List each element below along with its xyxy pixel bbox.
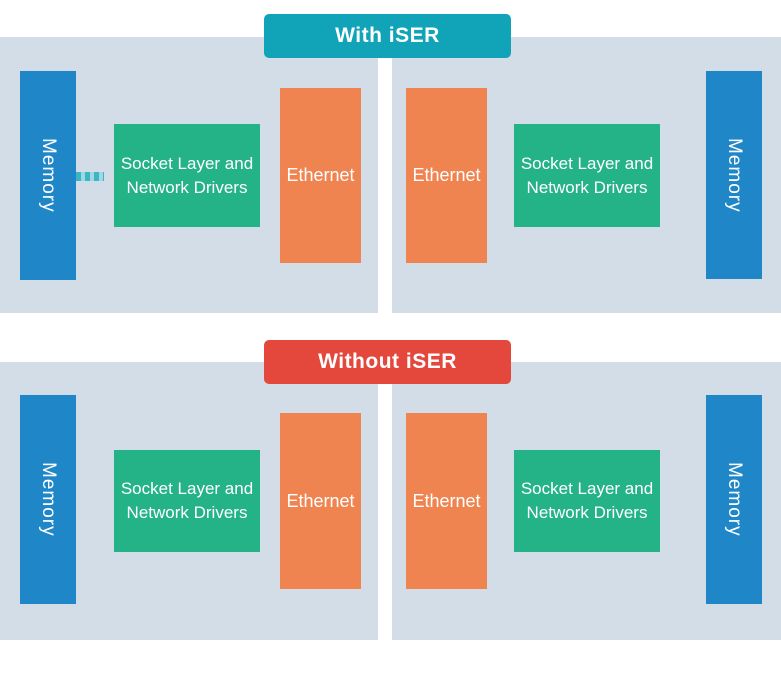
without-iser-banner-label: Without iSER [318, 350, 457, 373]
memory-label: Memory [724, 462, 745, 537]
without-iser-left-socket-box: Socket Layer and Network Drivers [114, 450, 260, 552]
with-iser-left-memory-bar: Memory [20, 71, 76, 280]
socket-label-line2: Network Drivers [526, 503, 648, 522]
socket-label-line2: Network Drivers [126, 177, 248, 197]
memory-label: Memory [724, 137, 745, 213]
memory-label: Memory [38, 138, 59, 213]
memory-label: Memory [38, 462, 59, 537]
with-iser-right-memory-bar: Memory [706, 71, 762, 279]
with-iser-left-socket-box: Socket Layer and Network Drivers [114, 124, 260, 227]
socket-label-line2: Network Drivers [526, 177, 648, 197]
with-iser-banner-label: With iSER [335, 24, 440, 47]
ethernet-label: Ethernet [412, 165, 481, 185]
with-iser-right-socket-box: Socket Layer and Network Drivers [514, 124, 660, 227]
without-iser-right-memory-bar: Memory [706, 395, 762, 604]
without-iser-banner: Without iSER [264, 340, 511, 384]
without-iser-right-socket-box: Socket Layer and Network Drivers [514, 450, 660, 552]
socket-label-line1: Socket Layer and [520, 153, 654, 173]
without-iser-left-memory-bar: Memory [20, 395, 76, 604]
ethernet-label: Ethernet [286, 490, 355, 511]
ethernet-label: Ethernet [412, 490, 481, 511]
with-iser-banner: With iSER [264, 14, 511, 58]
without-iser-left-ethernet-box: Ethernet [280, 413, 361, 589]
memory-socket-dashed-connector [76, 172, 104, 181]
socket-label-line1: Socket Layer and [120, 153, 254, 173]
socket-label-line1: Socket Layer and [120, 479, 254, 499]
socket-label-line2: Network Drivers [126, 503, 248, 522]
with-iser-left-ethernet-box: Ethernet [280, 88, 361, 263]
ethernet-label: Ethernet [286, 165, 355, 185]
without-iser-right-ethernet-box: Ethernet [406, 413, 487, 589]
with-iser-right-ethernet-box: Ethernet [406, 88, 487, 263]
socket-label-line1: Socket Layer and [520, 479, 654, 499]
